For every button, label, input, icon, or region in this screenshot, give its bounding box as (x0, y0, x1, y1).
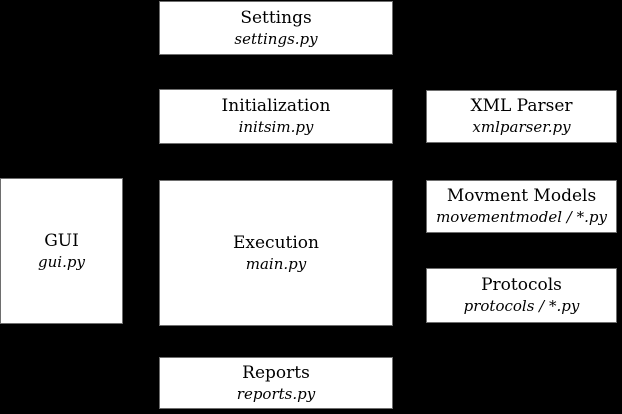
node-xml-parser-filename: xmlparser.py (472, 118, 571, 136)
node-reports-title: Reports (242, 362, 310, 383)
node-gui-filename: gui.py (38, 252, 85, 271)
node-execution: Execution main.py (159, 180, 393, 326)
node-protocols-title: Protocols (481, 275, 562, 295)
node-gui-title: GUI (44, 230, 79, 251)
node-settings-filename: settings.py (234, 29, 318, 48)
node-reports: Reports reports.py (159, 357, 393, 409)
node-execution-title: Execution (233, 232, 319, 253)
node-initialization-title: Initialization (221, 96, 331, 116)
node-gui: GUI gui.py (0, 178, 123, 324)
node-initialization: Initialization initsim.py (159, 89, 393, 144)
node-movement-models-filename: movementmodel / *.py (436, 208, 607, 226)
node-settings: Settings settings.py (159, 1, 393, 55)
node-execution-filename: main.py (245, 254, 307, 273)
node-movement-models: Movment Models movementmodel / *.py (426, 180, 617, 233)
node-settings-title: Settings (240, 7, 312, 28)
node-xml-parser: XML Parser xmlparser.py (426, 90, 617, 143)
node-protocols: Protocols protocols / *.py (426, 268, 617, 323)
node-xml-parser-title: XML Parser (470, 96, 573, 116)
node-reports-filename: reports.py (236, 384, 316, 403)
node-protocols-filename: protocols / *.py (463, 297, 580, 315)
node-initialization-filename: initsim.py (238, 118, 314, 136)
node-movement-models-title: Movment Models (446, 186, 597, 206)
